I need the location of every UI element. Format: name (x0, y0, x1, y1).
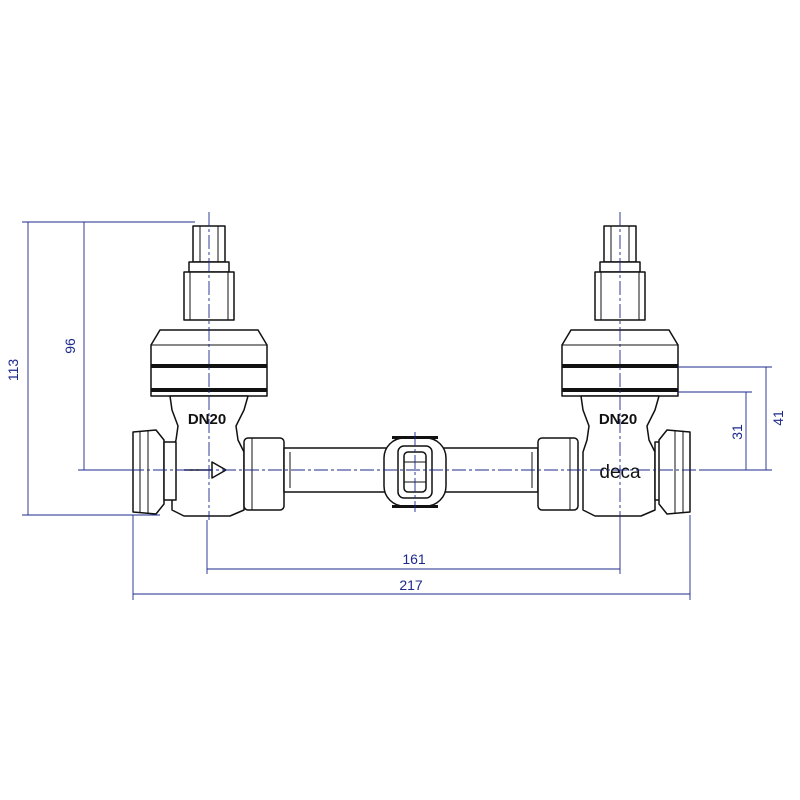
connecting-pipe (283, 436, 539, 508)
dimension-labels: 113 96 41 31 161 217 (5, 338, 786, 593)
dim-stem-height: 96 (62, 338, 78, 354)
center-lines (130, 212, 700, 520)
dim-centre-to-centre: 161 (402, 551, 426, 567)
right-inlet-coupling (537, 437, 579, 511)
dim-centre-to-bonnet: 31 (729, 424, 745, 440)
dim-overall-width: 217 (399, 577, 423, 593)
left-valve-marking: DN20 (188, 411, 226, 428)
right-valve-marking: DN20 (599, 411, 637, 428)
dim-centre-to-cap: 41 (770, 410, 786, 426)
right-stem-base (594, 271, 646, 321)
right-valve: DN20 deca (537, 225, 691, 517)
left-valve: DN20 (132, 225, 285, 517)
left-outlet-coupling (243, 437, 285, 511)
dim-overall-height: 113 (5, 359, 21, 382)
dimension-lines (22, 221, 772, 600)
